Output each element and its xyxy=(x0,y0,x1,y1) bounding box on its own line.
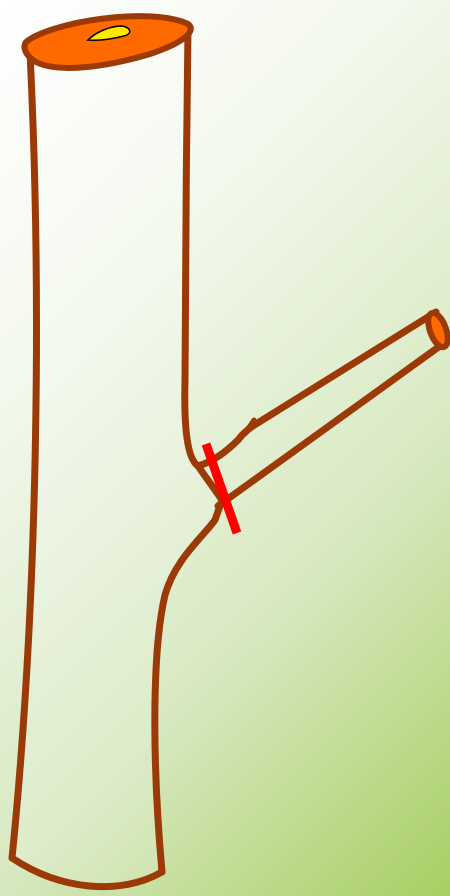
main-trunk xyxy=(12,28,222,887)
branch-cut-end xyxy=(424,310,450,349)
side-branch xyxy=(198,312,440,506)
